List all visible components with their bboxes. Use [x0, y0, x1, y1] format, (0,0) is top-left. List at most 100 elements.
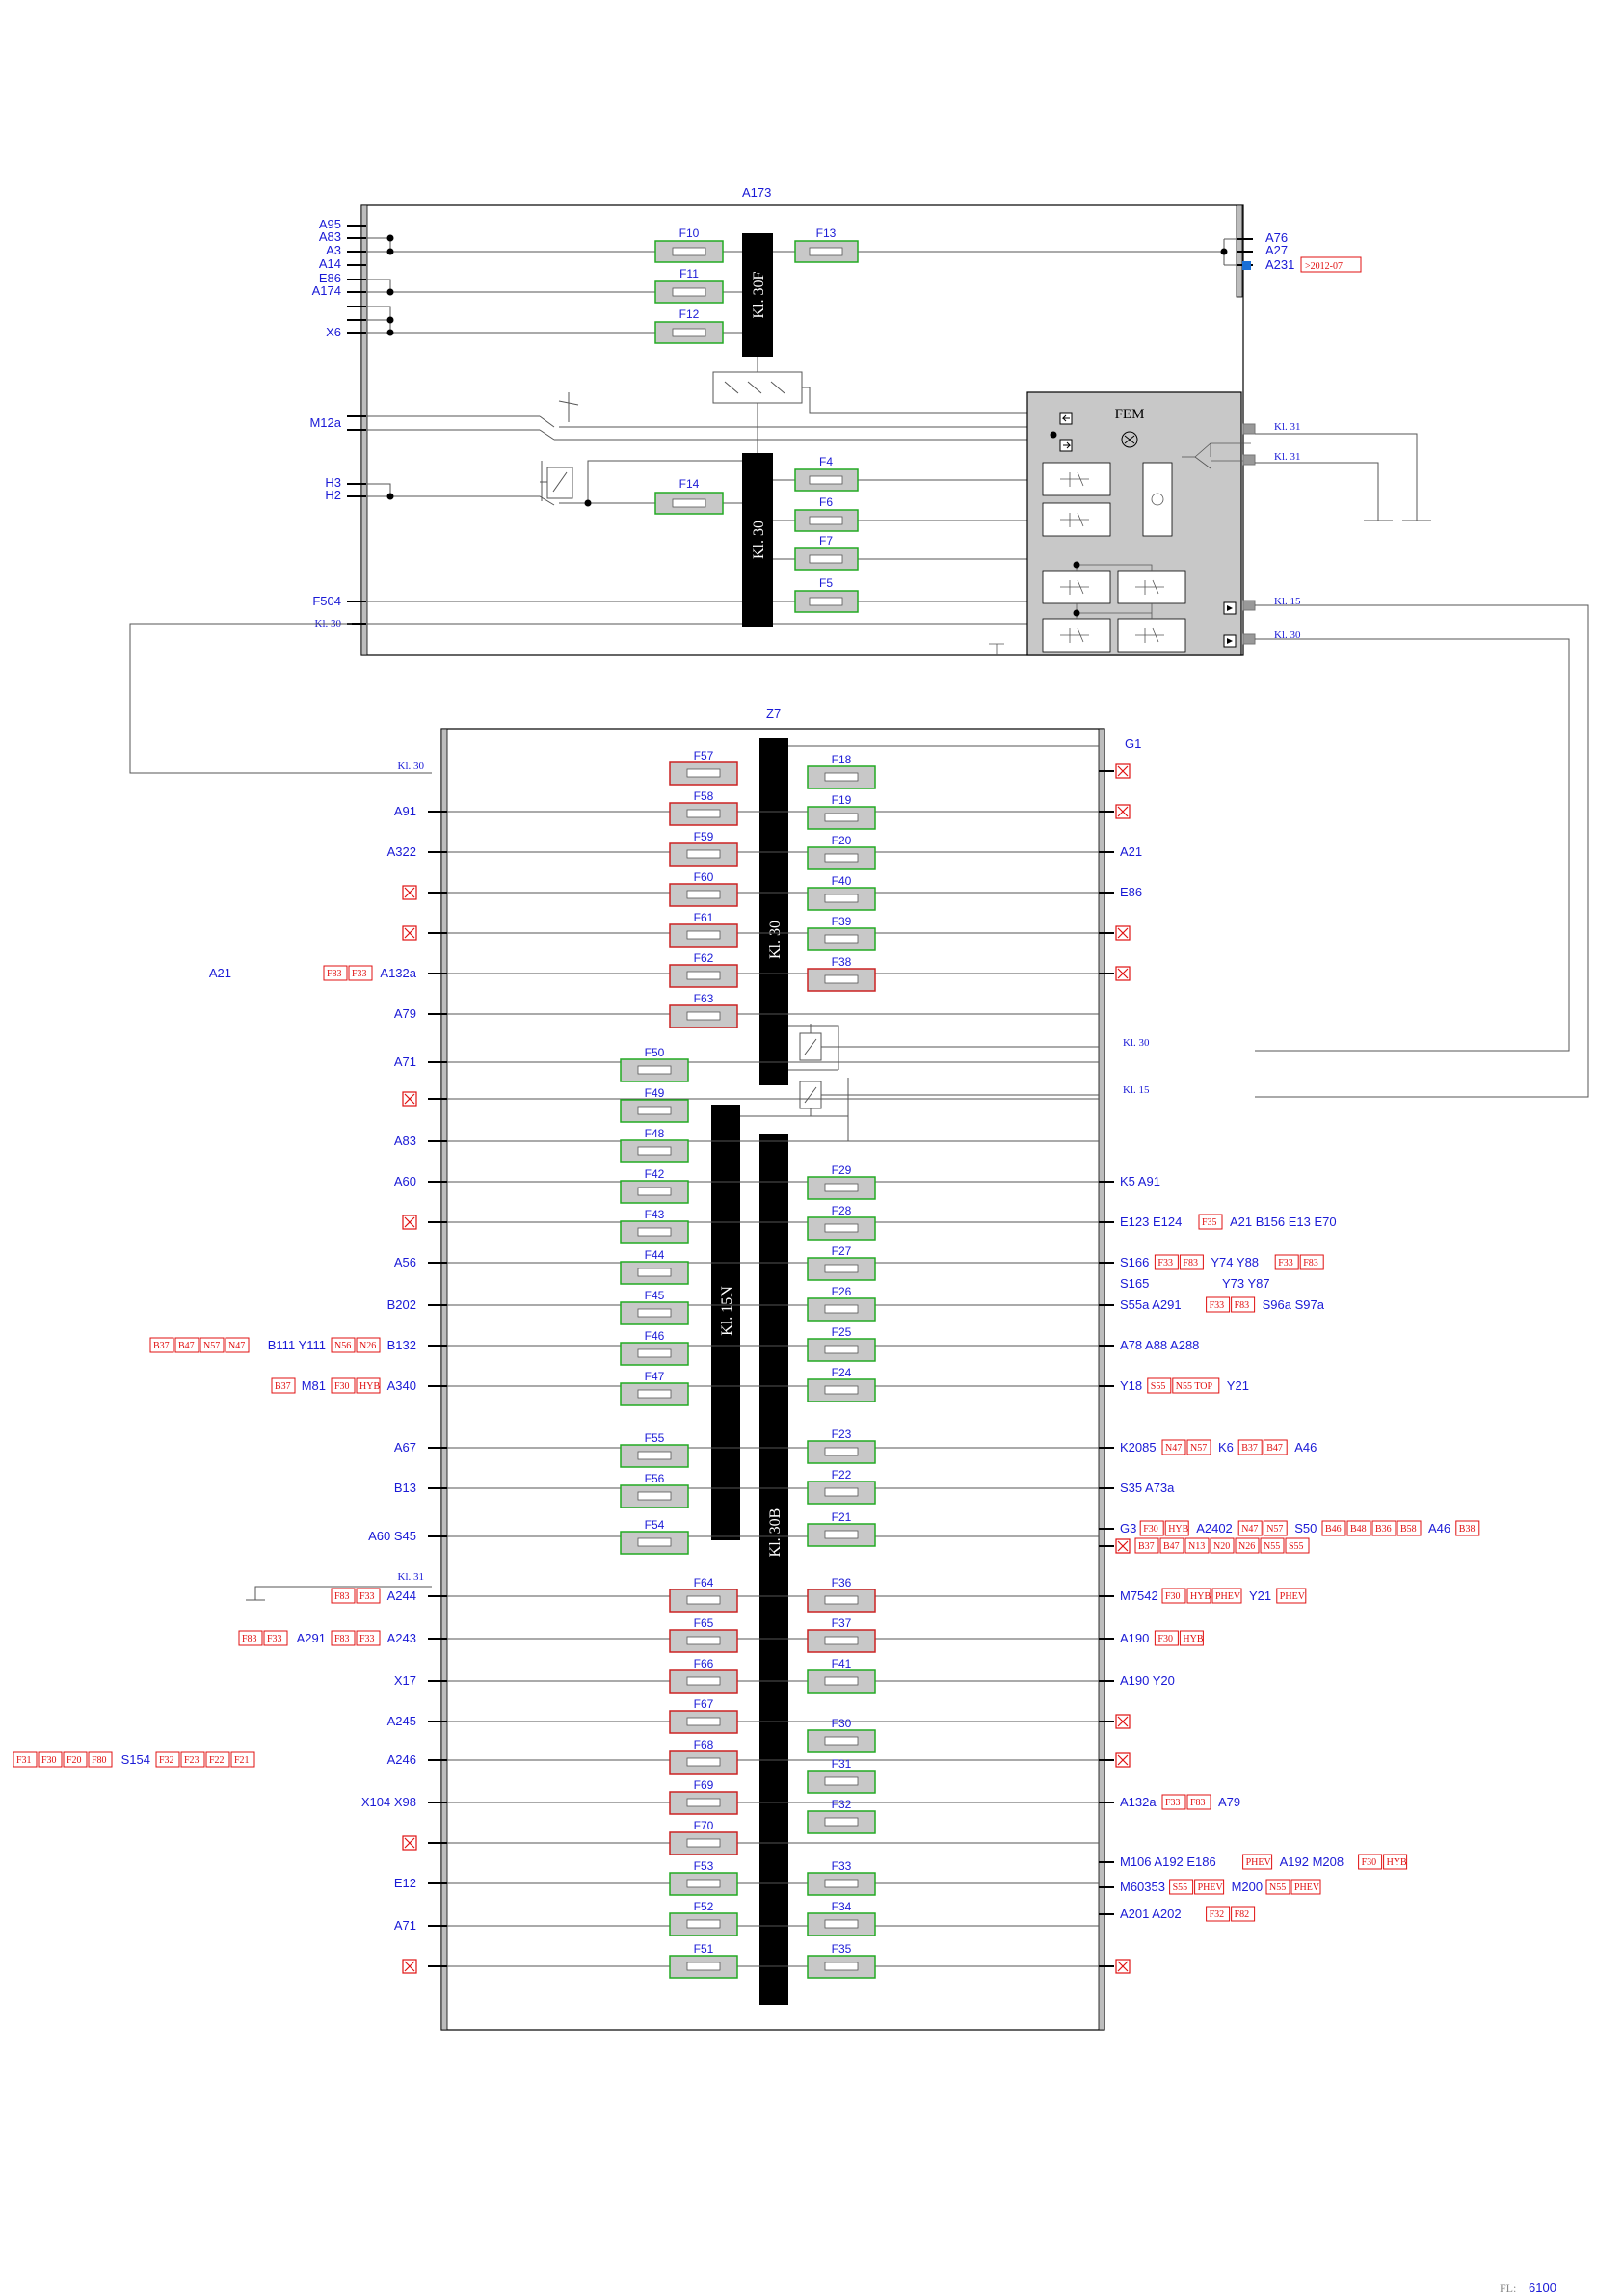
fuse-f31: F31	[807, 1757, 876, 1794]
condition-tag: B47	[1266, 1443, 1283, 1454]
condition-tag: F21	[234, 1755, 250, 1766]
z7-left-row: E12	[394, 1876, 1099, 1890]
fuse-label: F51	[694, 1942, 714, 1956]
fuse-label: F19	[832, 793, 852, 807]
fuse-label: F22	[832, 1468, 852, 1482]
fuse-label: F65	[694, 1616, 714, 1630]
condition-tag: B58	[1400, 1524, 1417, 1535]
z7-left-extra-label: A291	[297, 1631, 326, 1645]
condition-tag: F33	[267, 1634, 282, 1644]
fuse-f53: F53	[669, 1859, 738, 1896]
condition-tag: B37	[1241, 1443, 1258, 1454]
fuse-label: F31	[832, 1757, 852, 1771]
a173-right-pin: A231	[1265, 257, 1294, 272]
fuse-f12: F12	[654, 307, 724, 344]
condition-tag: N55	[1269, 1882, 1286, 1893]
z7-right-pin-label: A132a	[1120, 1795, 1157, 1809]
fuse-f19: F19	[807, 793, 876, 830]
condition-tag: F22	[209, 1755, 225, 1766]
fuse-f70: F70	[669, 1819, 738, 1855]
condition-tag: F82	[1235, 1909, 1250, 1920]
fuse-f62: F62	[669, 951, 738, 988]
a173-pin-label: M12a	[309, 415, 341, 430]
condition-tag: B37	[275, 1381, 291, 1392]
z7-right-extra-label: Y21	[1249, 1589, 1271, 1603]
condition-tag: HYB	[359, 1381, 380, 1392]
z7-right-extra-label: S50	[1294, 1521, 1317, 1535]
z7-left-pin-label: A243	[387, 1631, 416, 1645]
fuse-label: F28	[832, 1204, 852, 1217]
fuse-label: F47	[645, 1370, 665, 1383]
module-a173: A173 A95 A83 A3 A14 E86 A174 X6	[129, 185, 1589, 1098]
fuse-label: F56	[645, 1472, 665, 1485]
fuse-f18: F18	[807, 753, 876, 789]
condition-tag: HYB	[1168, 1524, 1188, 1535]
fuse-label: F29	[832, 1163, 852, 1177]
fuse-label: F33	[832, 1859, 852, 1873]
fuse-f11: F11	[654, 267, 724, 304]
fuse-label: F38	[832, 955, 852, 969]
z7-left-extra-label: A21	[209, 966, 231, 980]
condition-tag: N20	[1213, 1541, 1230, 1552]
condition-tag: B48	[1350, 1524, 1367, 1535]
z7-left-pin-label: A246	[387, 1752, 416, 1767]
condition-tag: F30	[1165, 1591, 1181, 1602]
fuse-label: F50	[645, 1046, 665, 1059]
z7-right-pin-label: E86	[1120, 885, 1142, 899]
condition-tag: F33	[1210, 1300, 1225, 1311]
a173-pin-label: E86	[319, 271, 341, 285]
z7-left-pin-label: A60 S45	[368, 1529, 416, 1543]
z7-left-row: A56	[394, 1255, 1099, 1269]
z7-left-pin-label: A132a	[380, 966, 416, 980]
condition-tag: N47	[1165, 1443, 1182, 1454]
z7-left-row: A245	[387, 1714, 1099, 1728]
z7-right-pin-label: A78 A88 A288	[1120, 1338, 1199, 1352]
fuse-f23: F23	[807, 1428, 876, 1464]
condition-tag: F33	[352, 969, 367, 979]
fuse-label: F41	[832, 1657, 852, 1670]
condition-tag: HYB	[1183, 1634, 1203, 1644]
z7-right-extra-label: A21 B156 E13 E70	[1230, 1215, 1337, 1229]
condition-tag: F83	[1235, 1300, 1250, 1311]
z7-left-pin-label: A83	[394, 1134, 416, 1148]
condition-tag: N13	[1188, 1541, 1205, 1552]
condition-tag: S55	[1151, 1381, 1166, 1392]
fuse-f33: F33	[807, 1859, 876, 1896]
svg-text:F6: F6	[819, 495, 833, 509]
z7-left-pin-label: B132	[387, 1338, 416, 1352]
condition-tag: F33	[1278, 1258, 1293, 1268]
z7-right-row: E86	[1099, 885, 1142, 899]
z7-left-row: A322	[387, 844, 1099, 859]
bus-z7-kl30b	[759, 1134, 788, 2005]
fuse-label: F27	[832, 1244, 852, 1258]
condition-tag: F33	[359, 1591, 375, 1602]
z7-left-row: A83	[394, 1134, 1099, 1148]
condition-tag: PHEV	[1246, 1857, 1272, 1868]
fuse-label: F32	[832, 1798, 852, 1811]
fuse-f21: F21	[807, 1510, 876, 1547]
condition-tag: F35	[1202, 1217, 1217, 1228]
z7-left-pin-label: A91	[394, 804, 416, 818]
unused-pin-icon	[1115, 966, 1131, 981]
fuse-label: F68	[694, 1738, 714, 1751]
condition-tag: S55	[1289, 1541, 1304, 1552]
svg-text:F4: F4	[819, 455, 833, 468]
fuse-label: F24	[832, 1366, 852, 1379]
z7-right-pin-label: M106 A192 E186	[1120, 1855, 1216, 1869]
bus-z7-kl15n-label: Kl. 15N	[719, 1286, 735, 1336]
fuse-f22: F22	[807, 1468, 876, 1505]
condition-tag: HYB	[1387, 1857, 1407, 1868]
fuse-f49: F49	[620, 1086, 689, 1123]
z7-left-row: A71	[394, 1918, 1099, 1933]
z7-left-row: A67	[394, 1440, 1099, 1455]
z7-left-pin-label: E12	[394, 1876, 416, 1890]
unused-pin-icon	[402, 885, 417, 900]
fuse-f66: F66	[669, 1657, 738, 1694]
fuse-label: F63	[694, 992, 714, 1005]
fuse-f52: F52	[669, 1900, 738, 1936]
z7-left-pin-label: A322	[387, 844, 416, 859]
